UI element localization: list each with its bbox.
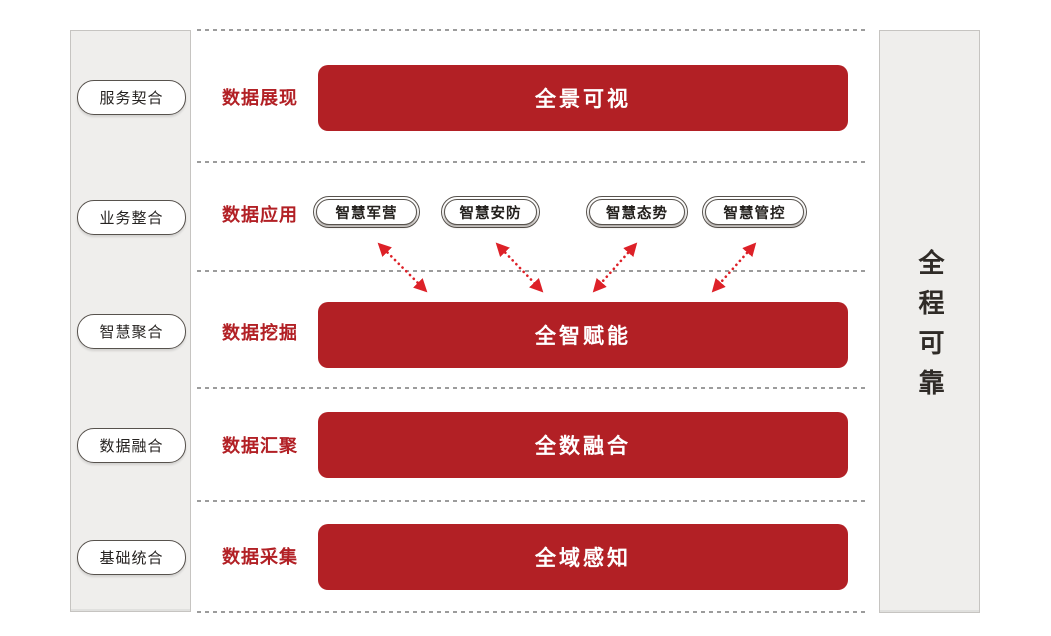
row-divider bbox=[197, 387, 868, 389]
pill-label: 业务整合 bbox=[99, 209, 164, 227]
bar-full-domain-sensing: 全域感知 bbox=[318, 524, 848, 590]
pill-label: 基础统合 bbox=[99, 549, 164, 567]
row-divider bbox=[197, 270, 868, 272]
left-panel-pill-smart-aggregation: 智慧聚合 bbox=[77, 314, 186, 349]
bar-full-data-fusion: 全数融合 bbox=[318, 412, 848, 478]
row-divider bbox=[197, 611, 868, 613]
bar-panoramic-visibility: 全景可视 bbox=[318, 65, 848, 131]
right-panel-title: 全程可靠 bbox=[914, 248, 944, 409]
bar-label: 全景可视 bbox=[535, 87, 631, 111]
row-label-data-display: 数据展现 bbox=[222, 88, 298, 109]
app-pill-label: 智慧管控 bbox=[705, 199, 804, 225]
flow-arrow-4 bbox=[711, 242, 757, 293]
app-pill-label: 智慧军营 bbox=[316, 199, 417, 225]
row-divider bbox=[197, 161, 868, 163]
app-pill-smart-control: 智慧管控 bbox=[702, 196, 807, 228]
row-label-data-application: 数据应用 bbox=[222, 205, 298, 226]
left-panel: 服务契合 业务整合 智慧聚合 数据融合 基础统合 bbox=[70, 30, 191, 612]
pill-label: 数据融合 bbox=[99, 437, 164, 455]
row-divider bbox=[197, 500, 868, 502]
bar-full-intelligence: 全智赋能 bbox=[318, 302, 848, 368]
row-label-data-collection: 数据采集 bbox=[222, 547, 298, 568]
bar-label: 全智赋能 bbox=[535, 324, 631, 348]
app-pill-smart-security: 智慧安防 bbox=[441, 196, 540, 228]
bar-label: 全域感知 bbox=[535, 546, 631, 570]
row-label-data-convergence: 数据汇聚 bbox=[222, 436, 298, 457]
row-divider bbox=[197, 29, 868, 31]
left-panel-pill-data-fusion: 数据融合 bbox=[77, 428, 186, 463]
left-panel-pill-business-integration: 业务整合 bbox=[77, 200, 186, 235]
pill-label: 智慧聚合 bbox=[99, 323, 164, 341]
left-panel-pill-service-fit: 服务契合 bbox=[77, 80, 186, 115]
app-pill-label: 智慧安防 bbox=[444, 199, 537, 225]
right-panel: 全程可靠 bbox=[879, 30, 980, 613]
flow-arrow-3 bbox=[592, 242, 638, 293]
flow-arrow-2 bbox=[495, 242, 544, 293]
app-pill-label: 智慧态势 bbox=[589, 199, 685, 225]
app-pill-smart-situation: 智慧态势 bbox=[586, 196, 688, 228]
app-pill-smart-barracks: 智慧军营 bbox=[313, 196, 420, 228]
row-label-data-mining: 数据挖掘 bbox=[222, 323, 298, 344]
flow-arrow-1 bbox=[377, 242, 428, 293]
pill-label: 服务契合 bbox=[99, 89, 164, 107]
bar-label: 全数融合 bbox=[535, 434, 631, 458]
left-panel-pill-base-unification: 基础统合 bbox=[77, 540, 186, 575]
